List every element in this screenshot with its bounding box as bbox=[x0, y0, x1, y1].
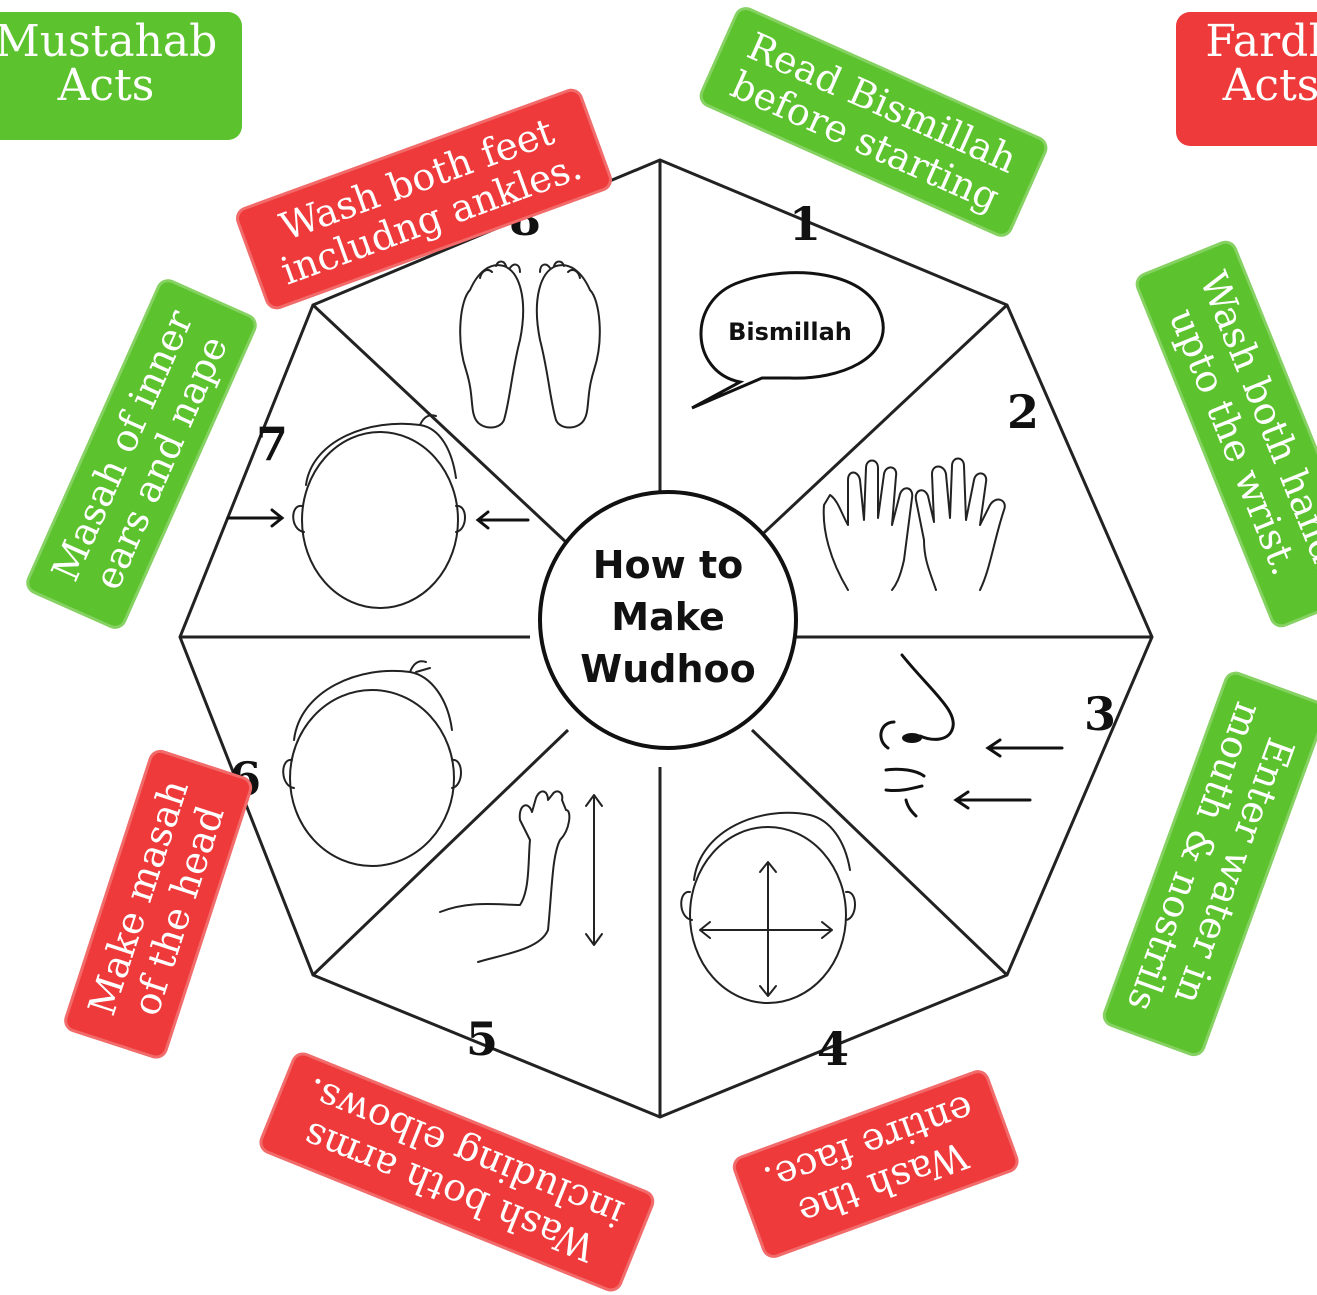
hands-icon bbox=[822, 457, 1006, 591]
center-title-line3: Wudhoo bbox=[580, 647, 755, 691]
nose-mouth-icon bbox=[879, 653, 1064, 818]
wheel-spokes bbox=[180, 160, 1152, 1117]
step-number-4: 4 bbox=[817, 1022, 849, 1076]
legend-fardh-line1: Fardh bbox=[1205, 16, 1317, 67]
step-number-5: 5 bbox=[466, 1012, 498, 1066]
arm-icon bbox=[439, 790, 603, 963]
center-title-line1: How to bbox=[593, 543, 744, 587]
center-title-line2: Make bbox=[611, 595, 724, 639]
step-number-3: 3 bbox=[1084, 687, 1116, 741]
step-number-2: 2 bbox=[1007, 385, 1039, 439]
step-number-7: 7 bbox=[256, 417, 288, 471]
legend-fardh-line2: Acts bbox=[1222, 60, 1317, 111]
step-number-1: 1 bbox=[789, 197, 821, 251]
legend-mustahab-acts: Mustahab Acts bbox=[0, 12, 242, 140]
feet-icon bbox=[459, 260, 601, 429]
center-circle bbox=[538, 490, 798, 750]
head-icon bbox=[282, 660, 462, 867]
speech-bubble-icon: Bismillah bbox=[691, 271, 885, 410]
bubble-text: Bismillah bbox=[728, 318, 852, 346]
face-wash-icon bbox=[680, 811, 856, 1004]
legend-mustahab-line1: Mustahab bbox=[0, 16, 218, 67]
ears-icon bbox=[226, 414, 530, 609]
legend-mustahab-line2: Acts bbox=[57, 60, 155, 111]
legend-fardh-acts: Fardh Acts bbox=[1176, 12, 1317, 146]
